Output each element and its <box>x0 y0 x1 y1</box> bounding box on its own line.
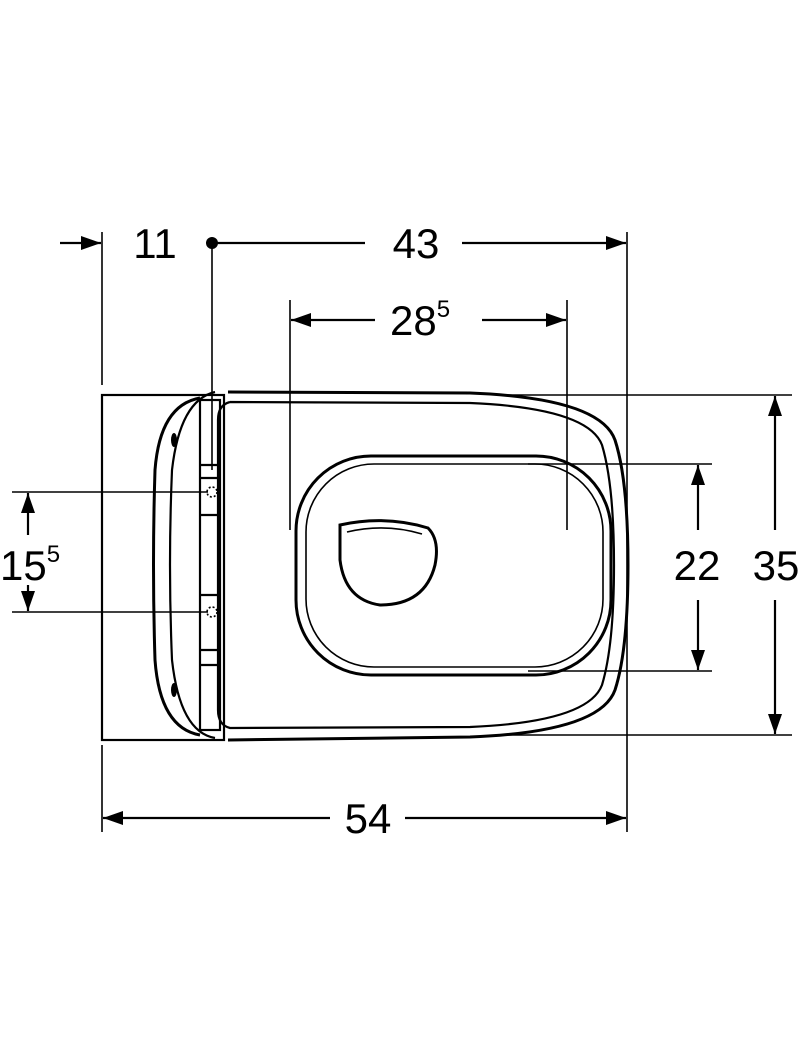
lid-hinge-edge <box>152 396 201 737</box>
dim-15-value: 15 <box>0 542 47 589</box>
dimension-lines <box>21 236 782 825</box>
dim-28-value: 28 <box>390 297 437 344</box>
dim-35: 35 <box>753 542 800 589</box>
dim-22: 22 <box>674 542 721 589</box>
dim-54: 54 <box>345 795 392 842</box>
bowl-opening <box>338 519 438 607</box>
dim-28-superscript: 5 <box>437 296 450 323</box>
toilet-top-view <box>100 390 630 742</box>
fixing-point-bottom <box>206 606 218 618</box>
seat-inner <box>216 400 616 730</box>
dim-15-superscript: 5 <box>47 541 60 568</box>
dim-11: 11 <box>133 220 177 267</box>
lid-edge-2 <box>168 390 216 740</box>
seat-outer <box>227 390 630 742</box>
dim-15-5: 155 <box>0 541 60 589</box>
dim-43: 43 <box>393 220 440 267</box>
cistern-back <box>100 393 226 742</box>
dimension-labels: 11 43 285 155 22 35 54 <box>0 220 799 842</box>
dim-28-5: 285 <box>390 296 450 344</box>
bowl-rim <box>294 454 613 677</box>
hinge-bar <box>198 398 222 732</box>
fixing-point-top <box>206 486 218 498</box>
